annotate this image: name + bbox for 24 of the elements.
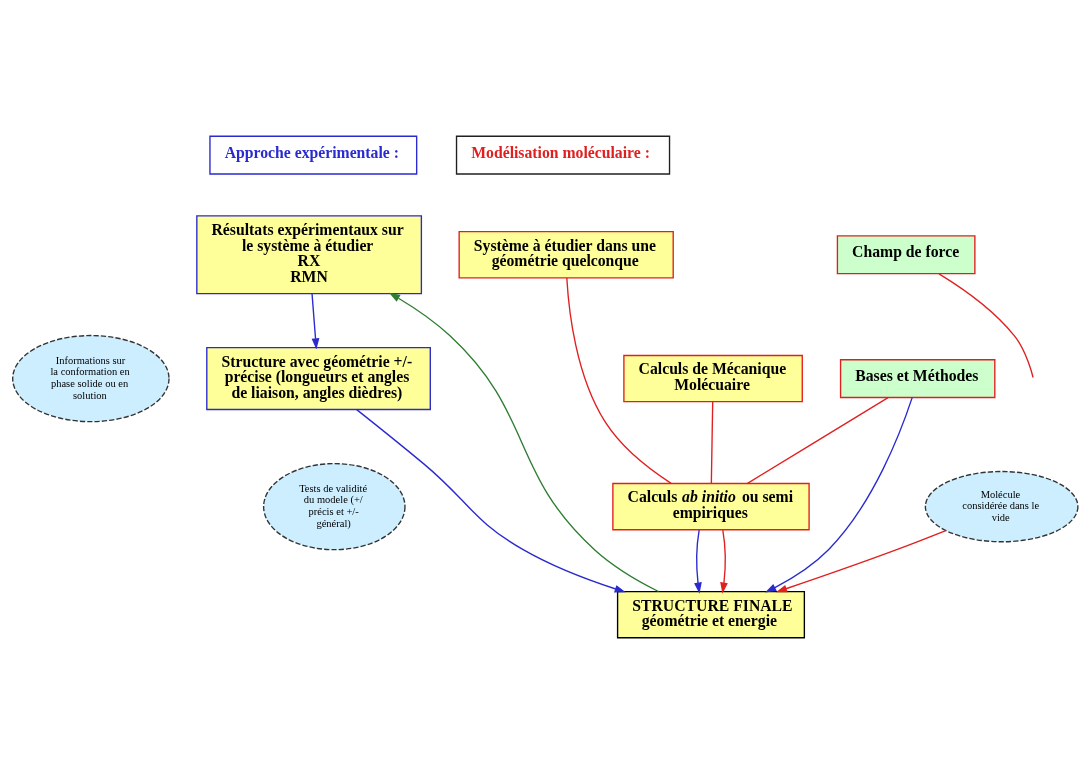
arrow [694,529,702,594]
connector [566,276,672,484]
node-box: Système à étudier dans une géométrie quelconque [458,230,674,279]
node-ellipse: Tests de validité du modele (+/ précis et +/- général) [262,462,406,550]
arrow [389,292,660,592]
node-box: Calculs ab initio ou semi empiriques [612,482,810,530]
connector [938,272,1034,378]
arrow [775,529,947,592]
node-box: Résultats expérimentaux sur le système à étudier RX RMN [196,214,423,294]
node-box: Modélisation moléculaire : [455,135,671,175]
node-ellipse: Informations sur la conformation en phase solide ou en solution [12,334,170,422]
connector [710,400,714,484]
node-box: Champ de force [836,234,976,274]
node-box: Structure avec géométrie +/- précise (longueurs et angles de liaison, angles dièdres) [206,346,431,410]
node-box: Bases et Méthodes [839,358,996,398]
arrow [720,529,728,594]
arrow [356,408,626,593]
node-ellipse: Molécule considérée dans le vide [924,470,1079,542]
node-box: Approche expérimentale : [209,135,418,175]
arrow [311,292,320,349]
node-box: STRUCTURE FINALE géométrie et energie [616,590,806,638]
node-box: Calculs de Mécanique Molécuaire [623,354,803,402]
arrow [765,396,913,592]
connector [746,396,889,484]
